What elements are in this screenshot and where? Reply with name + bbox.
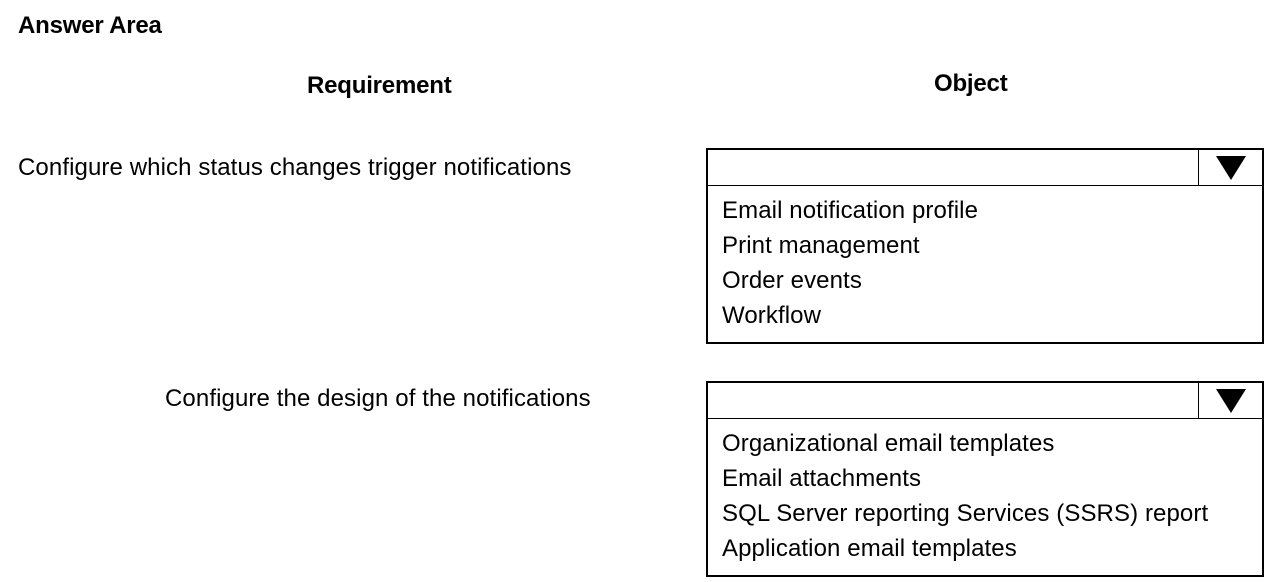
dropdown-option[interactable]: Order events (722, 267, 862, 294)
dropdown-option[interactable]: SQL Server reporting Services (SSRS) rep… (722, 500, 1209, 527)
requirement-column-header: Requirement (307, 72, 452, 99)
dropdown-option[interactable]: Organizational email templates (722, 430, 1055, 457)
dropdown-options-list: Organizational email templates Email att… (708, 419, 1262, 566)
dropdown-option[interactable]: Application email templates (722, 535, 1017, 562)
dropdown-selected-field[interactable] (708, 383, 1262, 419)
dropdown-options-list: Email notification profile Print managem… (708, 186, 1262, 333)
requirement-label-status-changes: Configure which status changes trigger n… (18, 154, 572, 181)
requirement-label-notification-design: Configure the design of the notification… (165, 385, 591, 412)
triangle-down-icon (1215, 389, 1246, 413)
object-dropdown-notification-design[interactable]: Organizational email templates Email att… (706, 381, 1264, 577)
dropdown-option[interactable]: Workflow (722, 302, 822, 329)
dropdown-toggle-button[interactable] (1198, 150, 1262, 185)
triangle-down-icon (1215, 156, 1246, 180)
dropdown-option[interactable]: Email notification profile (722, 197, 979, 224)
dropdown-option[interactable]: Print management (722, 232, 920, 259)
object-dropdown-status-changes[interactable]: Email notification profile Print managem… (706, 148, 1264, 344)
answer-area-title: Answer Area (18, 12, 162, 39)
dropdown-selected-field[interactable] (708, 150, 1262, 186)
object-column-header: Object (934, 70, 1008, 97)
dropdown-toggle-button[interactable] (1198, 383, 1262, 418)
dropdown-option[interactable]: Email attachments (722, 465, 922, 492)
